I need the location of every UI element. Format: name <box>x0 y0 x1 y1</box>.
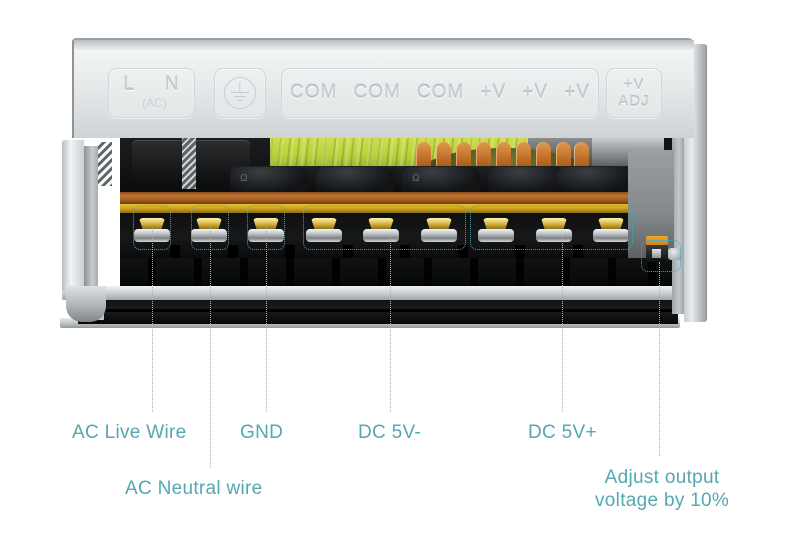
chassis-screw <box>668 248 682 260</box>
terminal-screw-8 <box>536 218 572 244</box>
label-com-3: COM <box>416 82 465 103</box>
callout-label-line: Adjust output <box>604 467 720 488</box>
terminal-screw-7 <box>478 218 514 244</box>
heatsink-fin-zone <box>120 258 672 286</box>
potentiometer-body <box>646 245 668 262</box>
psu-left-bracket <box>62 140 84 292</box>
callout-label-line: DC 5V+ <box>528 422 597 443</box>
coil-winding-strip <box>182 137 196 189</box>
callout-line-dc-5v-positive <box>562 235 563 412</box>
terminal-plate-adjust: +V ADJ <box>606 68 662 118</box>
callout-label-line: AC Live Wire <box>72 422 187 443</box>
callout-label-gnd: GND <box>240 422 283 444</box>
copper-bus-bar <box>120 192 672 204</box>
label-ac-neutral: N <box>164 74 180 95</box>
callout-label-line: DC 5V- <box>358 422 422 443</box>
psu-underbody-vents <box>78 300 678 324</box>
label-vplus-1: +V <box>480 82 507 103</box>
callout-label-line: GND <box>240 422 284 443</box>
callout-label-dc-5v-negative: DC 5V- <box>358 422 421 444</box>
capacitor <box>316 167 394 193</box>
capacitor-row: Ω Ω <box>230 166 634 194</box>
psu-left-inner-bracket <box>84 146 98 292</box>
capacitor <box>488 167 566 193</box>
psu-left-vent-mesh <box>98 142 112 186</box>
label-com-2: COM <box>353 82 401 103</box>
callout-line-ac-live-wire <box>152 228 153 412</box>
callout-line-gnd <box>266 228 267 412</box>
psu-left-foot <box>66 286 106 322</box>
capacitor: Ω <box>230 167 308 193</box>
psu-interior: Ω Ω <box>120 136 672 258</box>
highlight-terminal-group-com <box>303 205 466 250</box>
terminal-plate-outputs: COM COM COM +V +V +V <box>281 68 599 118</box>
label-vplus-3: +V <box>564 82 590 103</box>
label-adj-text: ADJ <box>618 93 650 110</box>
callout-line-adjust-output <box>659 262 660 456</box>
highlight-potentiometer-adj <box>641 240 681 272</box>
callout-label-line: AC Neutral wire <box>125 478 263 499</box>
label-com-1: COM <box>290 82 338 103</box>
terminal-screw-6 <box>421 218 457 244</box>
terminal-plate-ground <box>214 68 266 118</box>
label-vplus-2: +V <box>522 82 549 103</box>
terminal-plate-ac: L N (AC) <box>108 68 195 118</box>
earth-ground-icon <box>224 77 256 109</box>
capacitor <box>556 167 634 193</box>
highlight-terminal-group-plus <box>470 205 633 250</box>
callout-label-ac-live-wire: AC Live Wire <box>72 422 186 444</box>
terminal-screw-4 <box>306 218 342 244</box>
label-adj-vplus: +V <box>623 76 645 93</box>
label-ac-live: L <box>123 74 135 95</box>
callout-label-ac-neutral-wire: AC Neutral wire <box>125 478 263 500</box>
capacitor: Ω <box>402 167 480 193</box>
callout-label-dc-5v-positive: DC 5V+ <box>528 422 597 444</box>
terminal-screw-2 <box>191 218 227 244</box>
psu-base-plate <box>62 286 678 300</box>
terminal-screw-9 <box>593 218 629 244</box>
callout-line-ac-neutral-wire <box>210 228 211 468</box>
label-ac-sub: (AC) <box>142 96 167 110</box>
callout-label-line: voltage by 10% <box>595 490 730 511</box>
gold-bus-bar <box>120 204 672 213</box>
callout-line-dc-5v-negative <box>390 235 391 412</box>
